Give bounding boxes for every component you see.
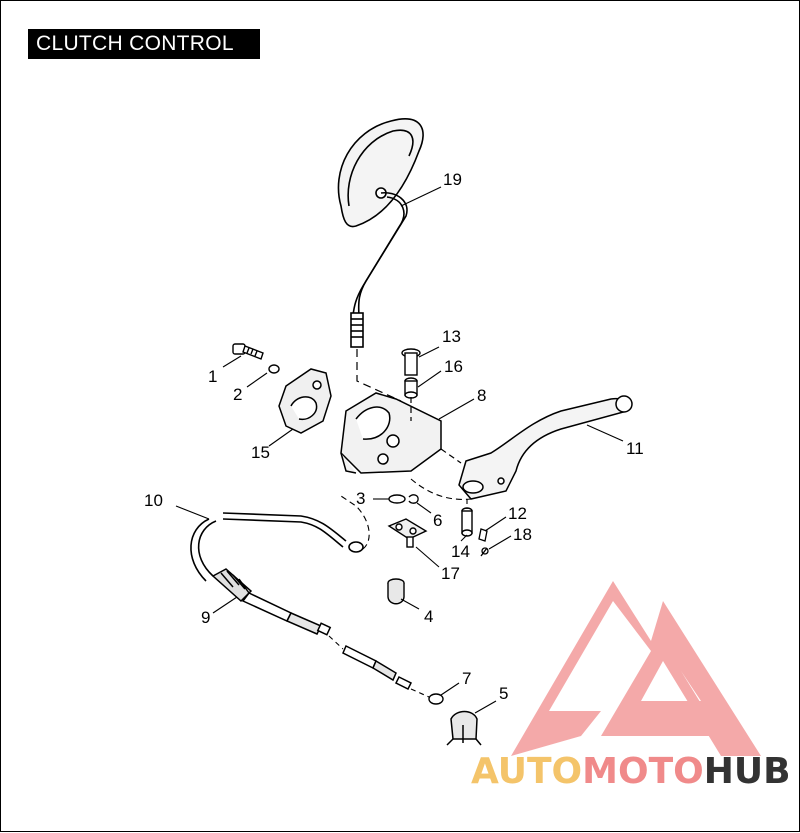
- callout-6: 6: [433, 511, 442, 530]
- pin-part-14: [461, 507, 473, 537]
- callout-12: 12: [508, 504, 527, 523]
- screw-part-18: [480, 547, 489, 557]
- watermark-auto: AUTO: [471, 751, 582, 792]
- callout-4: 4: [424, 607, 433, 626]
- mirror-part-19: [337, 118, 424, 348]
- callout-17: 17: [441, 564, 460, 583]
- diagram-title: CLUTCH CONTROL: [28, 29, 260, 59]
- callout-3: 3: [356, 489, 365, 508]
- callout-1: 1: [208, 367, 217, 386]
- assembly-line: [356, 349, 402, 402]
- clip-part-5: [446, 710, 482, 746]
- cable-adjuster-part-9: [211, 568, 413, 691]
- callout-15: 15: [251, 443, 270, 462]
- screw-part-1: [232, 343, 264, 360]
- lever-part-11: [458, 395, 633, 500]
- callout-11: 11: [626, 439, 644, 458]
- callout-18: 18: [513, 525, 532, 544]
- washer-part-2: [268, 364, 280, 374]
- plate-part-17: [387, 518, 428, 548]
- cable-part-10: [190, 512, 364, 582]
- callout-13: 13: [442, 327, 461, 346]
- bushing-part-16: [404, 377, 418, 399]
- callout-16: 16: [444, 357, 463, 376]
- adjuster-part-4: [387, 578, 405, 605]
- clamp-part-15: [278, 368, 332, 434]
- washer-part-3: [388, 494, 406, 504]
- watermark-hub: HUB: [704, 751, 791, 792]
- callout-14: 14: [451, 542, 470, 561]
- callout-10: 10: [144, 491, 163, 510]
- watermark-text: AUTOMOTOHUB: [471, 751, 791, 792]
- callout-7: 7: [462, 669, 471, 688]
- callout-2: 2: [233, 385, 242, 404]
- callout-8: 8: [477, 386, 486, 405]
- pivot-pin-part-13: [401, 348, 421, 376]
- washer-part-7: [428, 693, 444, 705]
- callout-9: 9: [201, 608, 210, 627]
- watermark-logo: [511, 581, 761, 756]
- bracket-part-8: [340, 392, 442, 474]
- callout-19: 19: [443, 170, 462, 189]
- watermark-moto: MOTO: [582, 751, 704, 792]
- spring-part-12: [478, 528, 488, 542]
- callout-5: 5: [499, 684, 508, 703]
- clip-part-6: [408, 494, 419, 504]
- leader-lines: [175, 186, 624, 714]
